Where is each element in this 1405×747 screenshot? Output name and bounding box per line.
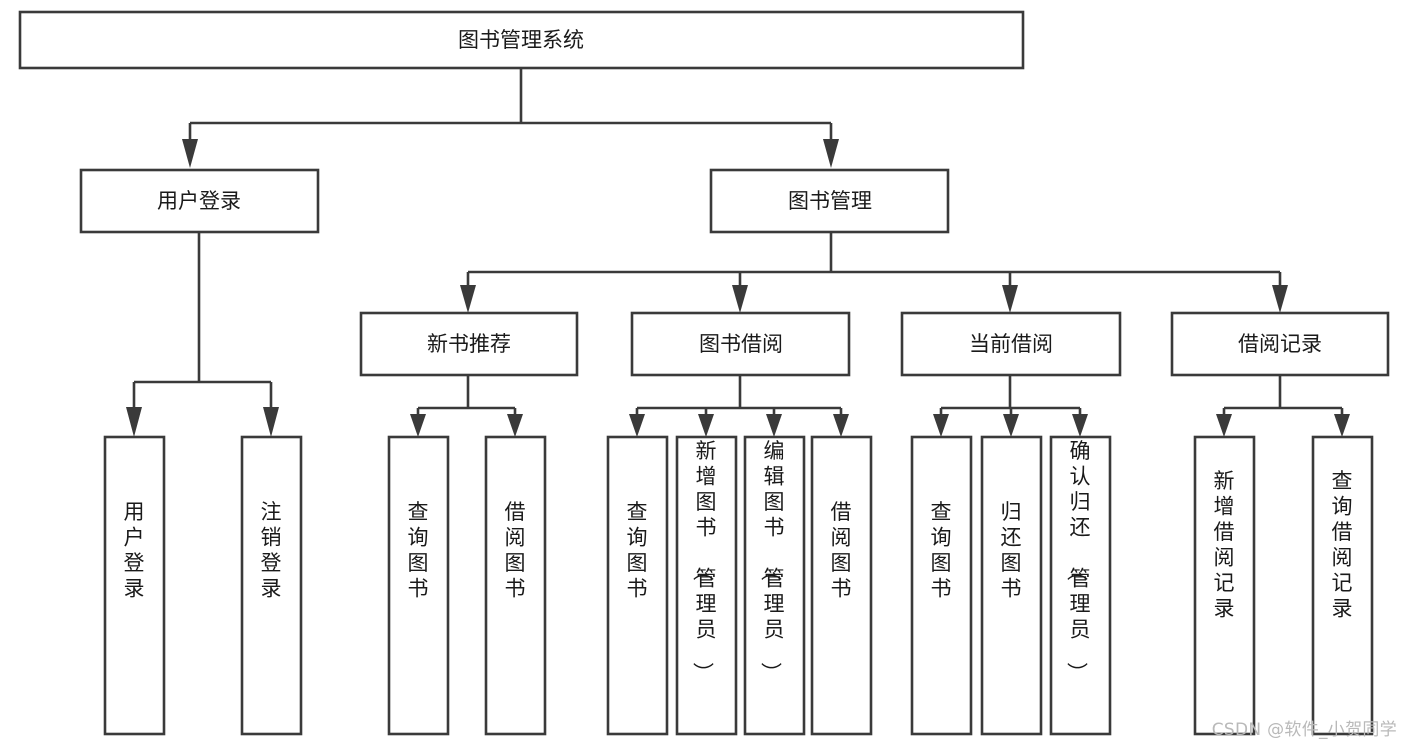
leaf-borrow-records-query[interactable]: 查询借阅记录 <box>1311 435 1374 736</box>
leaf-current-borrow-query-label: 查询图书 <box>931 500 952 601</box>
connector-borrow-records-to-leaves <box>1216 375 1350 437</box>
leaf-book-borrow-edit[interactable]: 编辑图书（管理员） <box>743 435 806 736</box>
node-current-borrow[interactable]: 当前借阅 <box>900 311 1122 377</box>
node-borrow-records-label: 借阅记录 <box>1238 332 1322 356</box>
leaf-new-book-query-label: 查询图书 <box>408 500 429 601</box>
node-book-borrow-label: 图书借阅 <box>699 332 783 356</box>
leaf-current-borrow-return-label: 归还图书 <box>1001 500 1022 601</box>
leaf-current-borrow-confirm[interactable]: 确认归还（管理员） <box>1049 435 1112 736</box>
leaf-user-login-login[interactable]: 用户登录 <box>103 435 166 736</box>
leaf-book-borrow-add-label: 新增图书（管理员） <box>691 439 717 683</box>
node-current-borrow-label: 当前借阅 <box>969 332 1053 356</box>
leaf-book-borrow-borrow[interactable]: 借阅图书 <box>810 435 873 736</box>
leaf-current-borrow-return[interactable]: 归还图书 <box>980 435 1043 736</box>
node-root-label: 图书管理系统 <box>458 28 584 52</box>
connector-current-borrow-to-leaves <box>933 375 1088 437</box>
leaf-book-borrow-query[interactable]: 查询图书 <box>606 435 669 736</box>
leaf-book-borrow-borrow-label: 借阅图书 <box>831 500 852 601</box>
node-book-management[interactable]: 图书管理 <box>709 168 950 234</box>
leaf-new-book-borrow[interactable]: 借阅图书 <box>484 435 547 736</box>
leaf-book-borrow-add[interactable]: 新增图书（管理员） <box>675 435 738 736</box>
connector-root-to-level2 <box>182 68 839 168</box>
node-new-book-recommend[interactable]: 新书推荐 <box>359 311 579 377</box>
node-book-borrow[interactable]: 图书借阅 <box>630 311 851 377</box>
leaf-user-login-logout-label: 注销登录 <box>261 500 282 601</box>
leaf-book-borrow-query-label: 查询图书 <box>627 500 648 601</box>
connector-book-mgmt-to-level3 <box>460 232 1288 313</box>
node-new-book-recommend-label: 新书推荐 <box>427 332 511 356</box>
leaf-borrow-records-add[interactable]: 新增借阅记录 <box>1193 435 1256 736</box>
connector-new-book-to-leaves <box>410 375 523 437</box>
leaf-new-book-borrow-label: 借阅图书 <box>505 500 526 601</box>
connector-book-borrow-to-leaves <box>629 375 849 437</box>
leaf-current-borrow-confirm-label: 确认归还（管理员） <box>1065 439 1091 683</box>
node-book-management-label: 图书管理 <box>788 189 872 213</box>
leaf-borrow-records-query-label: 查询借阅记录 <box>1332 469 1353 621</box>
leaf-user-login-login-label: 用户登录 <box>124 500 145 601</box>
leaf-book-borrow-edit-label: 编辑图书（管理员） <box>759 439 785 683</box>
node-user-login[interactable]: 用户登录 <box>79 168 320 234</box>
leaf-borrow-records-add-label: 新增借阅记录 <box>1214 469 1235 621</box>
node-root-system[interactable]: 图书管理系统 <box>18 10 1025 70</box>
node-borrow-records[interactable]: 借阅记录 <box>1170 311 1390 377</box>
leaf-new-book-query[interactable]: 查询图书 <box>387 435 450 736</box>
connector-user-login-to-leaves <box>126 232 279 437</box>
node-user-login-label: 用户登录 <box>157 189 241 213</box>
leaf-current-borrow-query[interactable]: 查询图书 <box>910 435 973 736</box>
leaf-user-login-logout[interactable]: 注销登录 <box>240 435 303 736</box>
